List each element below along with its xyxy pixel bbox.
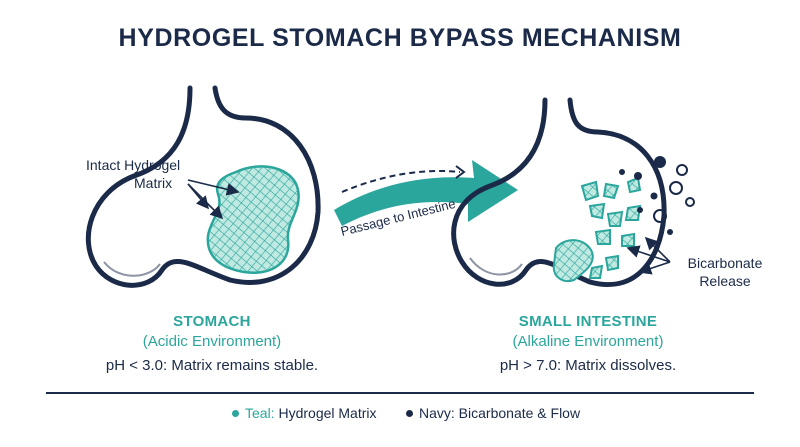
diagram-title: HYDROGEL STOMACH BYPASS MECHANISM	[118, 24, 682, 52]
legend-navy-text: Bicarbonate & Flow	[454, 405, 581, 421]
bubble-filled	[619, 169, 625, 175]
stomach-right-outline	[451, 97, 667, 287]
stomach-caption: STOMACH (Acidic Environment) pH < 3.0: M…	[62, 312, 362, 376]
hydrogel-fragment	[621, 232, 635, 247]
legend-teal: Teal: Hydrogel Matrix	[232, 405, 377, 421]
hydrogel-fragments	[552, 176, 642, 282]
hydrogel-fragment	[594, 228, 611, 245]
stomach-environment: (Acidic Environment)	[142, 333, 282, 350]
stomach-ph-note: pH < 3.0: Matrix remains stable.	[105, 357, 319, 374]
bicarbonate-annotation: Bicarbonate Release	[670, 254, 780, 290]
hydrogel-fragment	[626, 176, 642, 194]
hydrogel-fragment	[580, 180, 600, 202]
stomach-right-inner	[469, 257, 523, 276]
hydrogel-fragment	[588, 202, 606, 220]
legend-navy-key: Navy:	[419, 405, 455, 421]
bicarbonate-pointer-arrows	[626, 236, 671, 275]
hydrogel-fragment	[606, 210, 624, 227]
intestine-heading: SMALL INTESTINE	[518, 313, 658, 330]
intestine-caption: SMALL INTESTINE (Alkaline Environment) p…	[438, 312, 738, 376]
hydrogel-fragment-large	[552, 239, 594, 282]
intact-matrix-pointer-arrows	[187, 179, 240, 220]
bicarbonate-line1: Bicarbonate	[687, 255, 763, 271]
hydrogel-matrix-intact	[206, 165, 300, 274]
stomach-right	[451, 97, 695, 287]
legend-teal-key: Teal:	[245, 405, 275, 421]
intact-matrix-annotation: Intact Hydrogel Matrix	[86, 156, 206, 192]
intact-matrix-line1: Intact Hydrogel	[86, 157, 181, 173]
stomach-left-inner	[103, 261, 161, 277]
legend-teal-text: Hydrogel Matrix	[274, 405, 377, 421]
stomach-left-outline	[85, 85, 321, 288]
legend-divider	[46, 392, 754, 394]
intestine-environment: (Alkaline Environment)	[512, 333, 664, 350]
bubble-filled	[634, 172, 642, 180]
bubble-open	[653, 209, 667, 223]
hydrogel-fragment	[624, 204, 642, 221]
legend-teal-dot	[232, 409, 239, 417]
bubble-open	[669, 181, 683, 195]
bicarbonate-bubbles	[619, 156, 695, 235]
bubble-filled	[654, 156, 666, 168]
passage-arrow	[334, 160, 518, 226]
bubble-open	[676, 164, 688, 176]
bubble-filled	[637, 207, 643, 213]
bubble-open	[685, 197, 695, 207]
stomach-heading: STOMACH	[173, 313, 251, 330]
legend-navy: Navy: Bicarbonate & Flow	[406, 405, 580, 421]
hydrogel-fragment	[604, 254, 619, 272]
bicarbonate-line2: Release	[699, 273, 751, 289]
hydrogel-fragment	[588, 264, 604, 279]
bubble-filled	[650, 192, 658, 200]
hydrogel-fragment	[602, 182, 620, 200]
intestine-ph-note: pH > 7.0: Matrix dissolves.	[499, 357, 677, 374]
bubble-filled	[667, 229, 673, 235]
intact-matrix-line2: Matrix	[134, 175, 173, 191]
legend-navy-dot	[406, 409, 413, 417]
